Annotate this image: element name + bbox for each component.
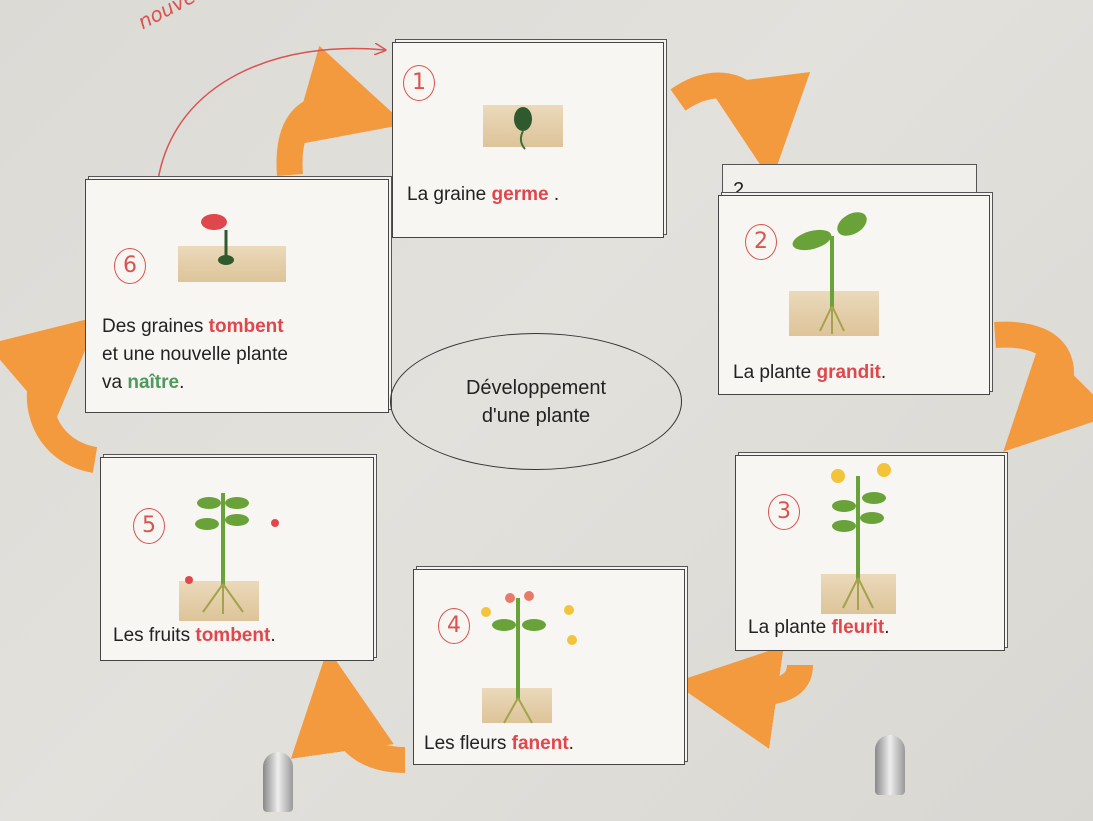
card-caption: Les fleurs fanent.	[424, 733, 574, 754]
arrow-1-to-2	[670, 71, 811, 182]
card-number: 5	[133, 508, 165, 544]
arrow-4-to-5	[290, 648, 406, 773]
card-number: 4	[438, 608, 470, 644]
center-title-line2: d'une plante	[481, 404, 591, 427]
card-caption: La graine germe .	[407, 184, 560, 205]
arrow-2-to-3	[994, 321, 1093, 452]
card-caption: La plante grandit.	[733, 362, 887, 383]
center-title-ellipse: Développement d'une plante	[390, 333, 682, 470]
card-number: 2	[745, 224, 777, 260]
mounting-peg-right	[875, 735, 905, 795]
card-3-flowering: 3 La plante fleurit.	[735, 455, 1005, 651]
soil-illustration	[179, 581, 259, 621]
young-plant-illustration	[792, 212, 867, 334]
new-plant-illustration	[201, 214, 234, 265]
soil-illustration	[178, 246, 286, 282]
arrow-6-to-1	[276, 45, 406, 176]
wilting-plant-illustration	[481, 591, 577, 724]
center-title-line1: Développement	[465, 376, 607, 399]
card-caption: La plante fleurit.	[748, 617, 890, 638]
arrow-5-to-6	[0, 316, 100, 473]
flowering-plant-illustration	[831, 463, 891, 610]
card-caption: Des graines tombent et une nouvelle plan…	[102, 316, 288, 393]
mounting-peg-left	[263, 752, 293, 812]
fruiting-plant-illustration	[185, 493, 279, 614]
arrow-3-to-4	[673, 645, 813, 749]
card-number: 6	[114, 248, 146, 284]
card-number: 3	[768, 494, 800, 530]
back-card-number: 2	[733, 179, 745, 201]
card-6-seeds-fall: 6 Des graines tombent et une nouvelle pl…	[85, 179, 389, 413]
card-4-wilting: 4 Les fleurs fanent.	[413, 569, 685, 765]
seed-sprout-illustration	[514, 107, 532, 150]
card-number: 1	[403, 65, 435, 101]
nouvelle-plante-arrow	[157, 49, 385, 181]
card-2-growth: 2 La plante grandit.	[718, 195, 990, 395]
card-1-germination: 1 La graine germe .	[392, 42, 664, 238]
card-5-fruits-fall: 5 Les fruits tombent.	[100, 457, 374, 661]
card-caption: Les fruits tombent.	[113, 625, 276, 646]
